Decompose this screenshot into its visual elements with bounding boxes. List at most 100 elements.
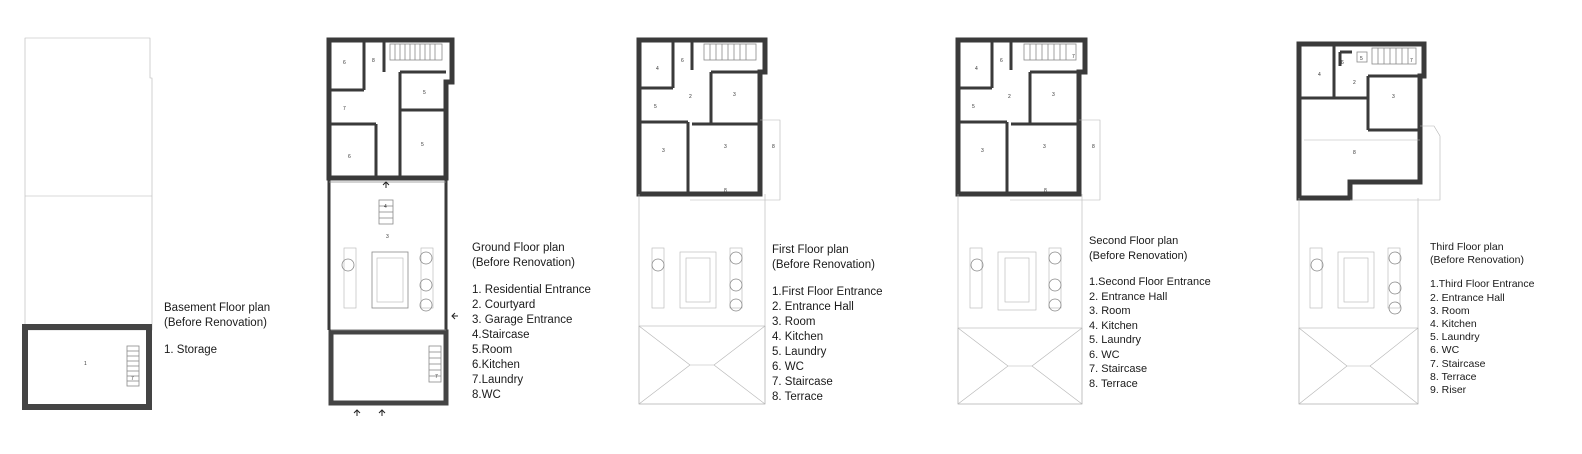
basement-room-label: 7 (131, 376, 134, 382)
third-roof-hip (1298, 327, 1419, 405)
second-room-label: 5 (972, 104, 975, 110)
basement-storage-room (22, 324, 152, 410)
legend-item: 3. Room (1089, 305, 1131, 317)
first-room-label: 4 (656, 66, 659, 72)
ground-courtyard-stairs (378, 199, 394, 225)
third-legend: Third Floor plan (Before Renovation) 1.T… (1430, 241, 1534, 397)
basement-room-label: 1 (84, 361, 87, 367)
legend-item: 8.WC (472, 389, 501, 401)
legend-item: 7. Staircase (772, 376, 833, 388)
second-room-label: 8 (1044, 188, 1047, 194)
legend-item: 4. Kitchen (772, 331, 824, 343)
first-floor-plan: 4 6 2 3 5 3 3 8 8 (636, 37, 781, 405)
legend-item: 2. Entrance Hall (1089, 290, 1168, 303)
legend-subtitle: (Before Renovation) (772, 259, 875, 271)
legend-item: 4. Kitchen (1430, 318, 1477, 331)
legend-item: 6. WC (772, 361, 804, 373)
third-room-label: 3 (1392, 94, 1395, 100)
legend-item: 2. Entrance Hall (1430, 291, 1505, 304)
legend-item: 9. Riser (1430, 384, 1467, 397)
legend-subtitle: (Before Renovation) (164, 317, 267, 329)
ground-room-label: 7 (343, 106, 346, 112)
second-staircase (1023, 43, 1077, 61)
entrance-arrow-icon (382, 181, 390, 188)
first-staircase (703, 43, 757, 61)
legend-subtitle: (Before Renovation) (1089, 249, 1188, 262)
legend-title: Ground Floor plan (472, 242, 565, 254)
legend-list: 1.Second Floor Entrance 2. Entrance Hall… (1089, 275, 1211, 391)
ground-room-label: 4 (384, 204, 387, 210)
legend-item: 1.Third Floor Entrance (1430, 278, 1535, 291)
third-room-label: 7 (1410, 58, 1413, 64)
legend-item: 5. Laundry (772, 346, 827, 358)
first-room-label: 5 (654, 104, 657, 110)
second-room-label: 3 (1052, 92, 1055, 98)
legend-item: 4. Kitchen (1089, 319, 1138, 332)
third-staircase (1371, 47, 1417, 65)
third-room-label: 4 (1318, 72, 1321, 78)
third-room-label: 5 (1360, 56, 1363, 62)
second-room-label: 3 (1043, 144, 1046, 150)
ground-staircase (389, 43, 443, 61)
ground-room-label: 5 (423, 90, 426, 96)
legend-item: 8. Terrace (1089, 377, 1138, 390)
legend-item: 3. Garage Entrance (472, 314, 573, 326)
ground-floor-plan: 6 8 7 5 5 6 4 3 7 (326, 37, 458, 416)
legend-item: 1.Second Floor Entrance (1089, 276, 1211, 288)
second-roof-hip (957, 327, 1083, 405)
third-room-label: 2 (1353, 80, 1356, 86)
third-room-label: 6 (1341, 60, 1344, 66)
legend-title: Basement Floor plan (164, 302, 271, 314)
legend-subtitle: (Before Renovation) (1430, 254, 1524, 267)
second-room-label: 6 (1000, 58, 1003, 64)
legend-item: 1.First Floor Entrance (772, 286, 883, 298)
ground-room-label: 6 (348, 154, 351, 160)
legend-item: 6.Kitchen (472, 359, 520, 371)
basement-legend: Basement Floor plan (Before Renovation) … (164, 301, 270, 358)
legend-list: 1. Residential Entrance 2. Courtyard 3. … (472, 283, 591, 403)
legend-item: 3. Room (1430, 304, 1470, 317)
legend-item: 7. Staircase (1430, 357, 1486, 370)
basement-staircase (126, 345, 140, 387)
first-room-label: 3 (733, 92, 736, 98)
legend-item: 2. Courtyard (472, 299, 536, 311)
legend-item: 1. Storage (164, 344, 218, 356)
entrance-arrow-icon (353, 409, 361, 416)
third-floor-plan: 4 6 5 2 3 8 7 (1296, 41, 1441, 405)
legend-item: 6. WC (1430, 344, 1460, 357)
entrance-arrow-icon (378, 409, 386, 416)
first-room-label: 3 (662, 148, 665, 154)
ground-room-label: 5 (421, 142, 424, 148)
legend-item: 8. Terrace (772, 391, 823, 403)
third-room-label: 8 (1353, 150, 1356, 156)
legend-title: Second Floor plan (1089, 235, 1179, 247)
first-room-label: 3 (724, 144, 727, 150)
first-legend: First Floor plan (Before Renovation) 1.F… (772, 243, 883, 405)
first-room-label: 6 (681, 58, 684, 64)
legend-item: 5. Laundry (1430, 331, 1480, 344)
second-room-label: 4 (975, 66, 978, 72)
first-room-label: 8 (772, 144, 775, 150)
legend-item: 7. Staircase (1089, 363, 1148, 375)
legend-list: 1.First Floor Entrance 2. Entrance Hall … (772, 285, 883, 405)
ground-garage-stairs (428, 345, 442, 383)
second-floor-plan: 4 6 2 3 5 3 3 8 8 7 (955, 37, 1101, 405)
second-legend: Second Floor plan (Before Renovation) 1.… (1089, 234, 1211, 391)
second-room-label: 7 (1072, 54, 1075, 60)
legend-item: 3. Room (772, 316, 816, 328)
third-riser (1356, 51, 1368, 63)
legend-item: 2. Entrance Hall (772, 301, 854, 313)
legend-item: 5.Room (472, 344, 513, 356)
first-room-label: 2 (689, 94, 692, 100)
ground-room-label: 3 (386, 234, 389, 240)
second-room-label: 2 (1008, 94, 1011, 100)
entrance-arrow-icon (451, 312, 458, 320)
legend-item: 1. Residential Entrance (472, 284, 591, 296)
legend-list: 1.Third Floor Entrance 2. Entrance Hall … (1430, 278, 1534, 397)
second-room-label: 8 (1092, 144, 1095, 150)
legend-item: 4.Staircase (472, 329, 530, 341)
ground-room-label: 7 (435, 374, 438, 380)
ground-legend: Ground Floor plan (Before Renovation) 1.… (472, 241, 591, 403)
basement-plan: 1 7 (22, 37, 153, 410)
